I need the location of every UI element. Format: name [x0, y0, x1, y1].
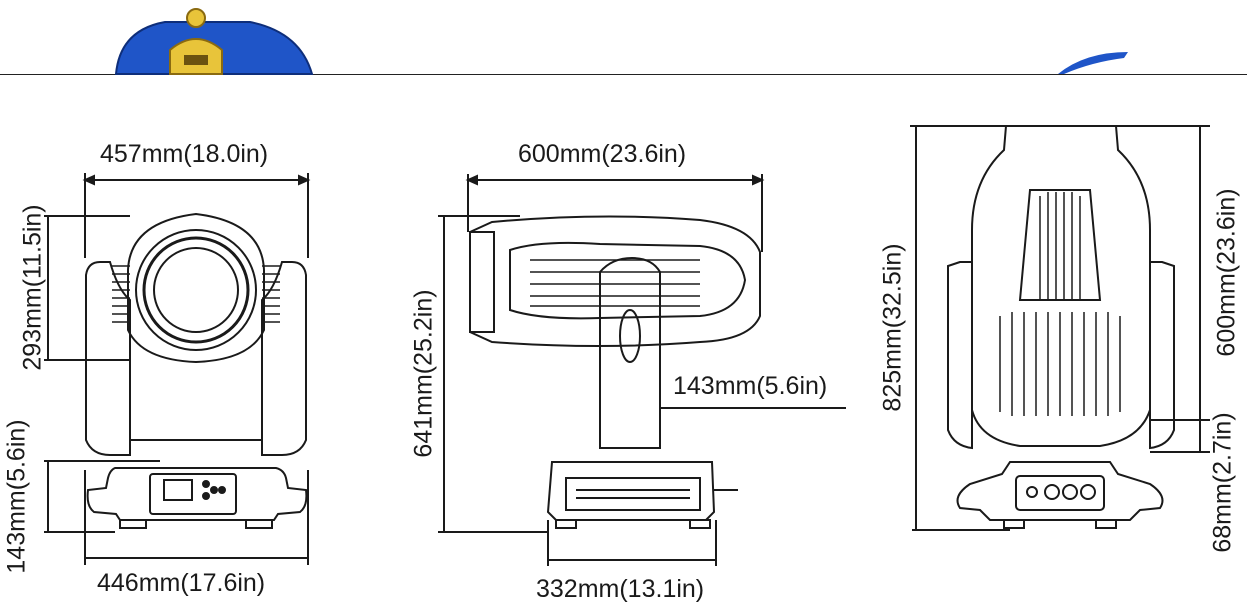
- front-width-top-label: 457mm(18.0in): [100, 140, 269, 168]
- brand-logo: [114, 8, 314, 75]
- front-view-drawing: [44, 173, 311, 565]
- side-width-top-label: 600mm(23.6in): [518, 140, 687, 168]
- front-head-height-label: 293mm(11.5in): [18, 204, 47, 371]
- side-arm-offset-label: 143mm(5.6in): [673, 372, 828, 400]
- front-width-bottom-label: 446mm(17.6in): [97, 569, 266, 597]
- front-base-height-label: 143mm(5.6in): [2, 419, 31, 574]
- side-total-height-label: 641mm(25.2in): [409, 289, 438, 458]
- side-view-drawing: [438, 174, 846, 566]
- back-head-height-label: 600mm(23.6in): [1212, 188, 1241, 357]
- header-rule: [0, 74, 1247, 75]
- back-total-height-label: 825mm(32.5in): [878, 243, 907, 412]
- side-base-width-label: 332mm(13.1in): [536, 575, 705, 603]
- back-view-drawing: [910, 125, 1210, 531]
- brand-swoosh: [1058, 52, 1128, 74]
- back-gap-height-label: 68mm(2.7in): [1208, 412, 1237, 553]
